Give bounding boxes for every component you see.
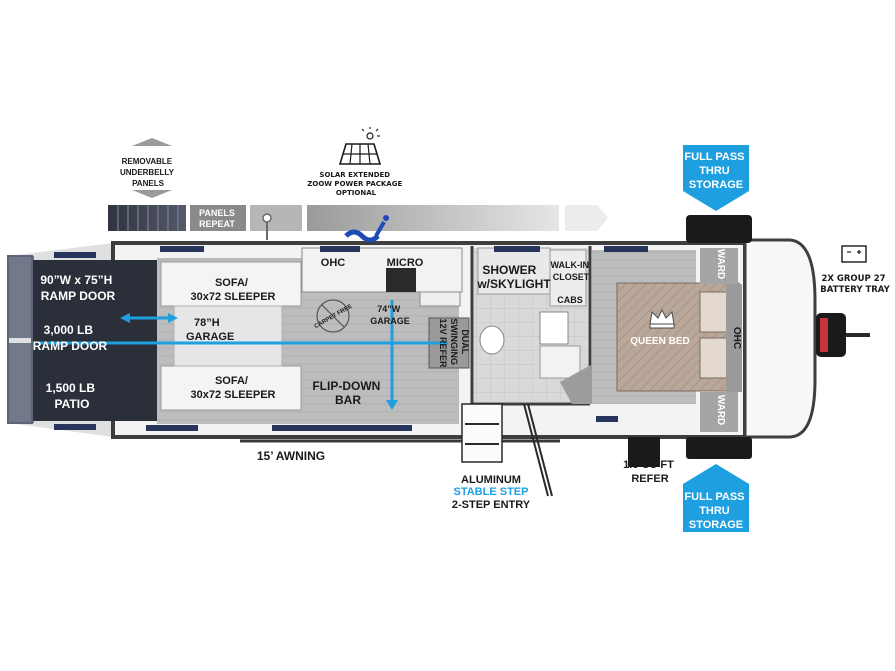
walk-in-closet-label: WALK-IN CLOSET [550, 260, 591, 282]
hose-icon [344, 215, 389, 243]
garage-height-label: 78”H GARAGE [186, 317, 234, 343]
trailer-body: CARPET FREE [7, 213, 870, 497]
walk-in-closet [549, 249, 587, 307]
solar-callout: SOLAR EXTENDED ZOOW POWER PACKAGE OPTION… [307, 127, 404, 197]
ward-bottom-label: WARD [715, 395, 726, 426]
hitch [816, 313, 870, 357]
sofa-bottom [160, 365, 302, 411]
wardrobe-bottom [700, 392, 738, 432]
crown-icon [649, 308, 675, 329]
solar-panel-icon [338, 127, 382, 165]
entry-label: ALUMINUM STABLE STEP 2-STEP ENTRY [452, 474, 531, 511]
refer-unit [628, 437, 660, 467]
underbelly-bar: PANELS REPEAT [108, 205, 608, 231]
dual-refer-label: DUAL SWINGING 12V REFER [438, 318, 470, 368]
ramp-door-size-label: 90”W x 75”H RAMP DOOR [40, 273, 115, 303]
removable-panels-callout: REMOVABLE UNDERBELLY PANELS [120, 138, 176, 198]
door-swing [560, 360, 600, 404]
front-cap [743, 238, 817, 439]
table-top [173, 305, 283, 367]
removable-panels-label: REMOVABLE UNDERBELLY PANELS [120, 157, 176, 188]
stove-icon [386, 268, 416, 292]
front-storage-bottom [686, 437, 752, 459]
sofa-top [160, 261, 302, 307]
garage-ramp-area [32, 260, 157, 421]
overhead-cabinet-bed [726, 284, 742, 392]
battery-label: 2X GROUP 27 BATTERY TRAY [820, 274, 890, 295]
battery-callout: 2X GROUP 27 BATTERY TRAY [820, 245, 891, 295]
entry-line1: ALUMINUM [461, 474, 521, 486]
front-storage-top [686, 215, 752, 243]
awning-label: 15’ AWNING [257, 449, 325, 463]
windows [54, 246, 648, 431]
panels-repeat-label: PANELS REPEAT [199, 208, 237, 229]
entry-steps [461, 403, 553, 497]
micro-label: MICRO [387, 257, 424, 269]
cabs-label: CABS [557, 295, 583, 305]
storage-top-label: FULL PASS THRU STORAGE [684, 151, 747, 191]
refer-label: 1.6 CU FT REFER [623, 459, 677, 485]
sink [539, 311, 569, 345]
ward-top-label: WARD [715, 249, 726, 280]
entry-line3: 2-STEP ENTRY [452, 499, 531, 511]
outlet-icon [262, 213, 272, 240]
entry-line2: STABLE STEP [454, 486, 529, 498]
ohc-kitchen-label: OHC [321, 257, 346, 269]
storage-bottom-label: FULL PASS THRU STORAGE [684, 491, 747, 531]
wardrobe-top [700, 248, 738, 284]
storage-arrow-top: FULL PASS THRU STORAGE [683, 145, 749, 211]
flip-down-bar-label: FLIP-DOWN BAR [312, 379, 383, 407]
ramp-door-weight-label: 3,000 LB RAMP DOOR [33, 323, 108, 353]
garage-labels: 90”W x 75”H RAMP DOOR 3,000 LB RAMP DOOR… [33, 273, 410, 411]
kitchen-counter [301, 247, 463, 293]
room-labels: SOFA/ 30x72 SLEEPER SOFA/ 30x72 SLEEPER … [191, 249, 743, 426]
battery-icon [841, 245, 867, 263]
ohc-bed-label: OHC [731, 327, 742, 349]
garage-width-label: 74”W GARAGE [370, 304, 410, 326]
dimension-arrows [38, 300, 448, 410]
shower-label: SHOWER w/SKYLIGHT [476, 263, 551, 291]
ramp-door-edge [8, 256, 34, 338]
solar-label: SOLAR EXTENDED ZOOW POWER PACKAGE OPTION… [307, 171, 404, 197]
sofa-bottom-label: SOFA/ 30x72 SLEEPER [191, 375, 276, 401]
queen-bed-label: QUEEN BED [630, 336, 689, 347]
storage-arrow-bottom: FULL PASS THRU STORAGE [683, 464, 749, 532]
sofa-top-label: SOFA/ 30x72 SLEEPER [191, 277, 276, 303]
toilet [479, 325, 505, 355]
patio-label: 1,500 LB PATIO [46, 381, 99, 411]
